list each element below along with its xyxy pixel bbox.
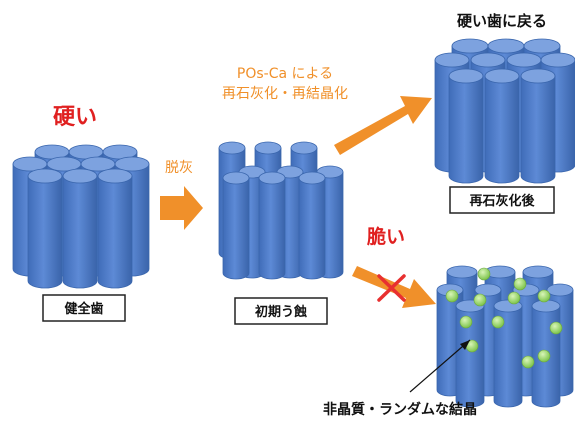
enamel-rod-cylinder [298,171,326,280]
amorphous-pointer [409,339,471,393]
amorphous-crystal [459,315,473,329]
amorphous-crystal [473,293,487,307]
amorphous-crystal [445,289,459,303]
brittle-label: 脆い [366,225,405,248]
healthy-tooth-cylinders [12,144,150,289]
decalcify-arrow [160,186,203,230]
enamel-rod-cylinder [448,68,484,184]
remineralize-label-line1: POs-Ca による [237,66,333,82]
amorphous-crystal [537,349,551,363]
enamel-rod-cylinder [27,168,63,289]
amorphous-crystal [491,315,505,329]
amorphous-crystal [549,321,563,335]
after-remin-box: 再石灰化後 [449,186,555,214]
cross-mark-icon [377,274,406,302]
remineralize-label-line2: 再石灰化・再結晶化 [222,86,348,102]
enamel-rod-cylinder [520,68,556,184]
back-to-hard-label: 硬い歯に戻る [457,12,547,30]
enamel-rod-cylinder [97,168,133,289]
after-remin-label: 再石灰化後 [469,193,535,209]
enamel-rod-cylinder [62,168,98,289]
early-caries-box: 初期う蝕 [234,297,328,325]
amorphous-crystal [537,289,551,303]
amorphous-crystal [507,291,521,305]
remineralized-cylinders [434,38,575,184]
enamel-rod-cylinder [258,171,286,280]
healthy-tooth-label: 健全歯 [64,301,103,317]
amorphous-crystal [477,267,491,281]
hard-label: 硬い [53,105,97,130]
enamel-rod-cylinder [493,299,523,408]
enamel-rod-cylinder [455,299,485,408]
enamel-rod-cylinder [222,171,250,280]
early-caries-label: 初期う蝕 [255,304,307,320]
amorphous-crystal [521,355,535,369]
amorphous-label: 非晶質・ランダムな結晶 [323,401,477,418]
enamel-rod-cylinder [484,68,520,184]
brittle-cylinders [436,265,574,408]
early-caries-cylinders [218,141,344,280]
amorphous-crystal [513,277,527,291]
remineralize-arrow [334,96,432,155]
decalcify-label: 脱灰 [165,160,193,176]
healthy-tooth-box: 健全歯 [42,294,126,322]
